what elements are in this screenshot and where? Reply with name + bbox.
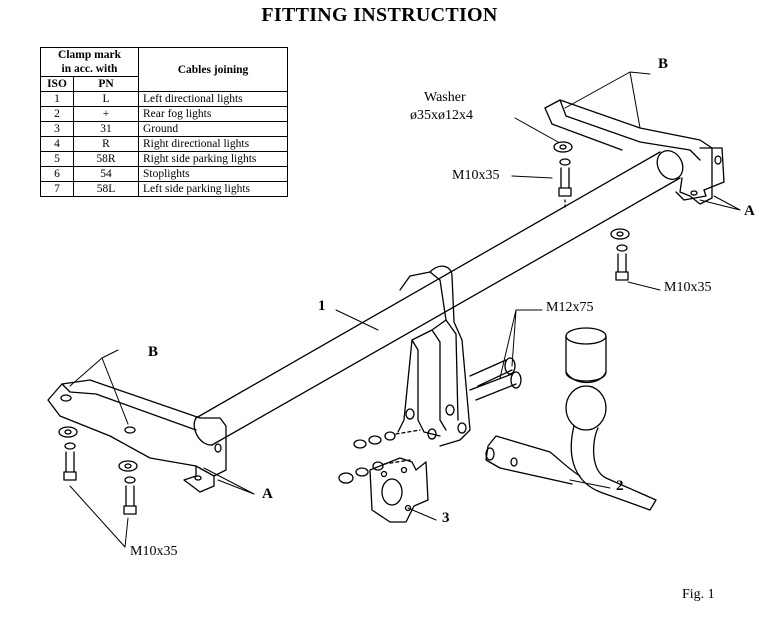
washer-label: Washer (424, 90, 466, 105)
letter-a-bottom-label: A (262, 486, 273, 502)
part-1-label: 1 (318, 298, 326, 314)
bolt-m10-right-label: M10x35 (664, 280, 712, 295)
clamp-mark-header-line1: Clamp mark (58, 49, 121, 61)
bolt-stack-left-1 (58, 426, 78, 481)
figure-label: Fig. 1 (682, 587, 715, 602)
washer-size-label: ø35xø12x4 (410, 108, 473, 123)
bolt-m10-top-label: M10x35 (452, 168, 500, 183)
crossbar-tube (193, 150, 684, 446)
clamp-mark-header-line2: in acc. with (61, 63, 118, 75)
leader-lines (69, 71, 741, 548)
right-bracket (544, 99, 725, 205)
nuts-and-washers (338, 429, 421, 484)
row-description: Right side parking lights (138, 151, 288, 167)
clamp-mark-header: Clamp mark in acc. with (40, 47, 139, 77)
table-row: 2+Rear fog lights (40, 106, 288, 122)
left-bracket (47, 379, 227, 493)
tow-ball-assembly (485, 327, 657, 511)
bolt-stack-right (610, 228, 630, 281)
m12-bolts (469, 357, 522, 401)
bolt-m12-label: M12x75 (546, 300, 594, 315)
row-description: Left side parking lights (138, 181, 288, 197)
cable-joining-table: Clamp mark in acc. with Cables joining I… (40, 47, 288, 197)
bolt-stack-top (553, 141, 573, 209)
letter-b-left-label: B (148, 344, 159, 360)
page-title: FITTING INSTRUCTION (261, 4, 498, 26)
letter-b-top-label: B (658, 56, 669, 72)
center-mounting-plates (397, 265, 471, 447)
part-3-label: 3 (442, 510, 450, 526)
bolt-m10-bottom-label: M10x35 (130, 544, 178, 559)
letter-a-right-label: A (744, 203, 755, 219)
pn-column-header: PN (73, 76, 139, 92)
part-2-label: 2 (616, 478, 624, 494)
bolt-stack-left-2 (118, 460, 138, 515)
row-pn: 58R (73, 151, 139, 167)
